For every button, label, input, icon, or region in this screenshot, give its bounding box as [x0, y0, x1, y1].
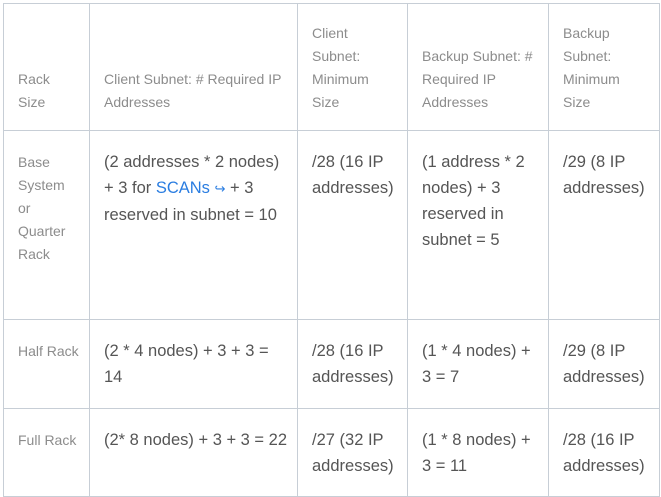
rack-size-cell: Base System or Quarter Rack — [3, 130, 90, 320]
backup-min-size-cell: /29 (8 IP addresses) — [548, 319, 660, 409]
table-row: Full Rack (2* 8 nodes) + 3 + 3 = 22 /27 … — [3, 408, 660, 497]
scans-link-label: SCANs — [155, 179, 210, 197]
backup-required-cell: (1 * 8 nodes) + 3 = 11 — [407, 408, 549, 497]
client-required-text-post: + 3 reserved in subnet = 10 — [104, 179, 277, 224]
client-required-cell: (2 * 4 nodes) + 3 + 3 = 14 — [89, 319, 298, 409]
subnet-requirements-table: Rack Size Client Subnet: # Required IP A… — [3, 3, 660, 497]
client-required-cell: (2 addresses * 2 nodes) + 3 for SCANs ↪ … — [89, 130, 298, 320]
backup-required-cell: (1 * 4 nodes) + 3 = 7 — [407, 319, 549, 409]
client-required-text-pre: (2 addresses * 2 nodes) + 3 for — [104, 153, 280, 197]
header-backup-min-size: Backup Subnet: Minimum Size — [548, 3, 660, 131]
backup-min-size-cell: /28 (16 IP addresses) — [548, 408, 660, 497]
client-min-size-cell: /28 (16 IP addresses) — [297, 319, 408, 409]
header-row: Rack Size Client Subnet: # Required IP A… — [3, 3, 660, 131]
external-link-icon: ↪ — [214, 181, 226, 196]
table-row: Base System or Quarter Rack (2 addresses… — [3, 130, 660, 320]
header-rack-size: Rack Size — [3, 3, 90, 131]
client-min-size-cell: /27 (32 IP addresses) — [297, 408, 408, 497]
backup-required-cell: (1 address * 2 nodes) + 3 reserved in su… — [407, 130, 549, 320]
header-client-required: Client Subnet: # Required IP Addresses — [89, 3, 298, 131]
rack-size-cell: Half Rack — [3, 319, 90, 409]
client-min-size-cell: /28 (16 IP addresses) — [297, 130, 408, 320]
backup-min-size-cell: /29 (8 IP addresses) — [548, 130, 660, 320]
table-row: Half Rack (2 * 4 nodes) + 3 + 3 = 14 /28… — [3, 319, 660, 409]
scans-link[interactable]: SCANs ↪ — [156, 179, 226, 197]
header-backup-required: Backup Subnet: # Required IP Addresses — [407, 3, 549, 131]
client-required-cell: (2* 8 nodes) + 3 + 3 = 22 — [89, 408, 298, 497]
header-client-min-size: Client Subnet: Minimum Size — [297, 3, 408, 131]
rack-size-cell: Full Rack — [3, 408, 90, 497]
